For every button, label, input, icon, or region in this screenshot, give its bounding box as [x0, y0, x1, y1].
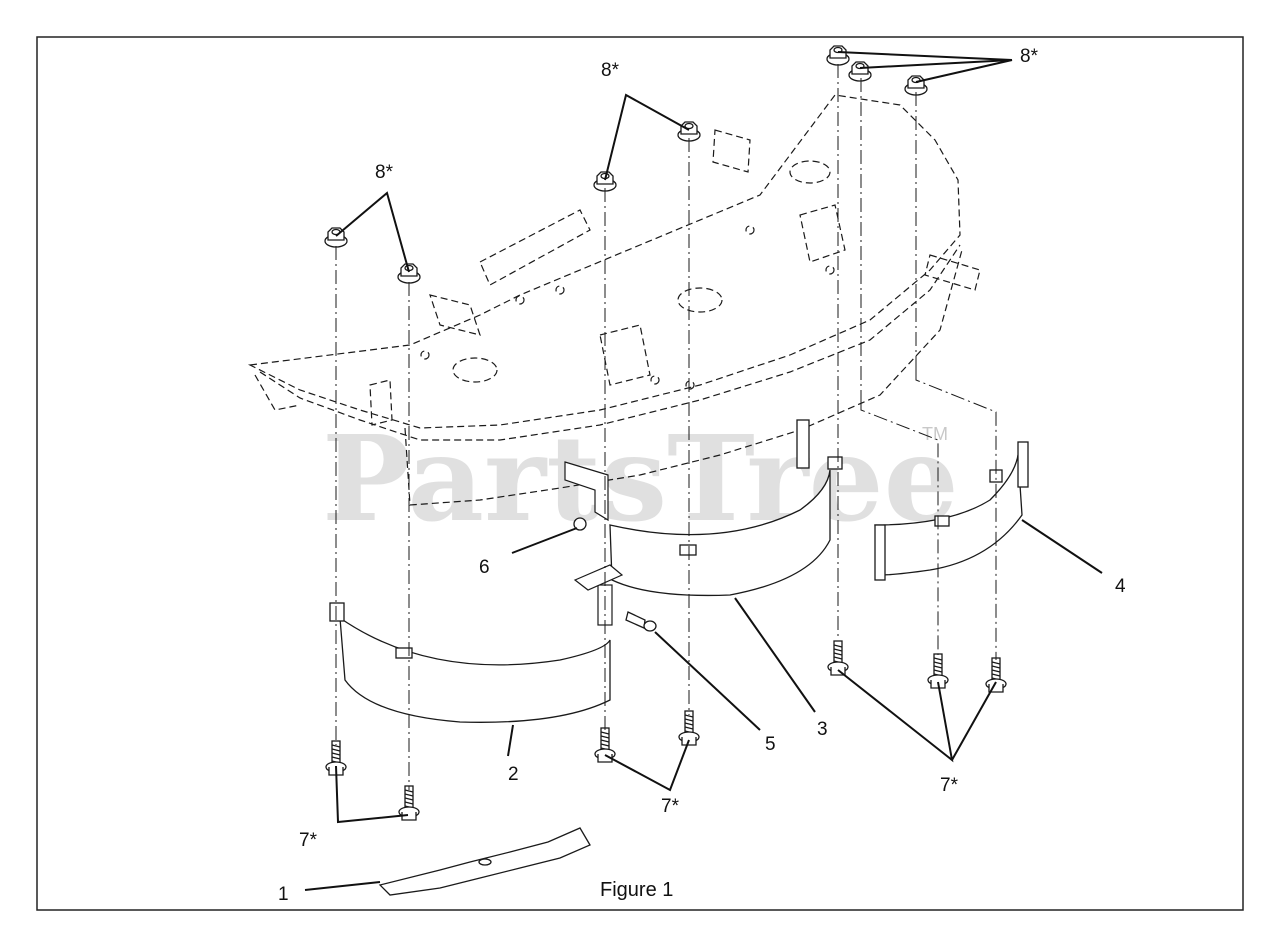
watermark: PartsTree — [322, 409, 959, 548]
callout-8-right: 8* — [1020, 46, 1039, 67]
callout-5: 5 — [765, 734, 776, 755]
flange-bolt — [985, 657, 1007, 693]
callout-8-left: 8* — [375, 162, 394, 183]
figure-frame — [36, 36, 1244, 911]
callout-6: 6 — [479, 557, 490, 578]
blade — [378, 827, 591, 896]
assembly-lines — [335, 64, 997, 790]
baffle-2 — [329, 602, 611, 723]
flange-nuts — [324, 45, 928, 284]
carriage-bolt — [625, 611, 657, 632]
flange-nut — [826, 45, 850, 66]
callout-7-mid: 7* — [661, 796, 680, 817]
flange-bolt — [594, 727, 616, 763]
center-bracket — [564, 461, 624, 626]
figure-caption: Figure 1 — [600, 879, 673, 901]
hex-nut-6 — [573, 517, 587, 531]
flange-nut — [848, 61, 872, 82]
callout-4: 4 — [1115, 576, 1126, 597]
callout-2: 2 — [508, 764, 519, 785]
flange-nut — [677, 121, 701, 142]
mower-deck — [247, 94, 981, 506]
flange-nut — [324, 227, 348, 248]
callout-7-left: 7* — [299, 830, 318, 851]
callout-3: 3 — [817, 719, 828, 740]
leader-lines — [304, 51, 1103, 891]
callout-8-mid: 8* — [601, 60, 620, 81]
callout-1: 1 — [278, 884, 289, 905]
flange-bolt — [678, 710, 700, 746]
flange-bolt — [827, 640, 849, 676]
baffle-4 — [874, 441, 1029, 581]
flange-bolts — [325, 640, 1007, 821]
baffle-3 — [609, 419, 843, 597]
callout-7-right: 7* — [940, 775, 959, 796]
watermark-tm: TM — [922, 424, 948, 444]
flange-nut — [397, 263, 421, 284]
